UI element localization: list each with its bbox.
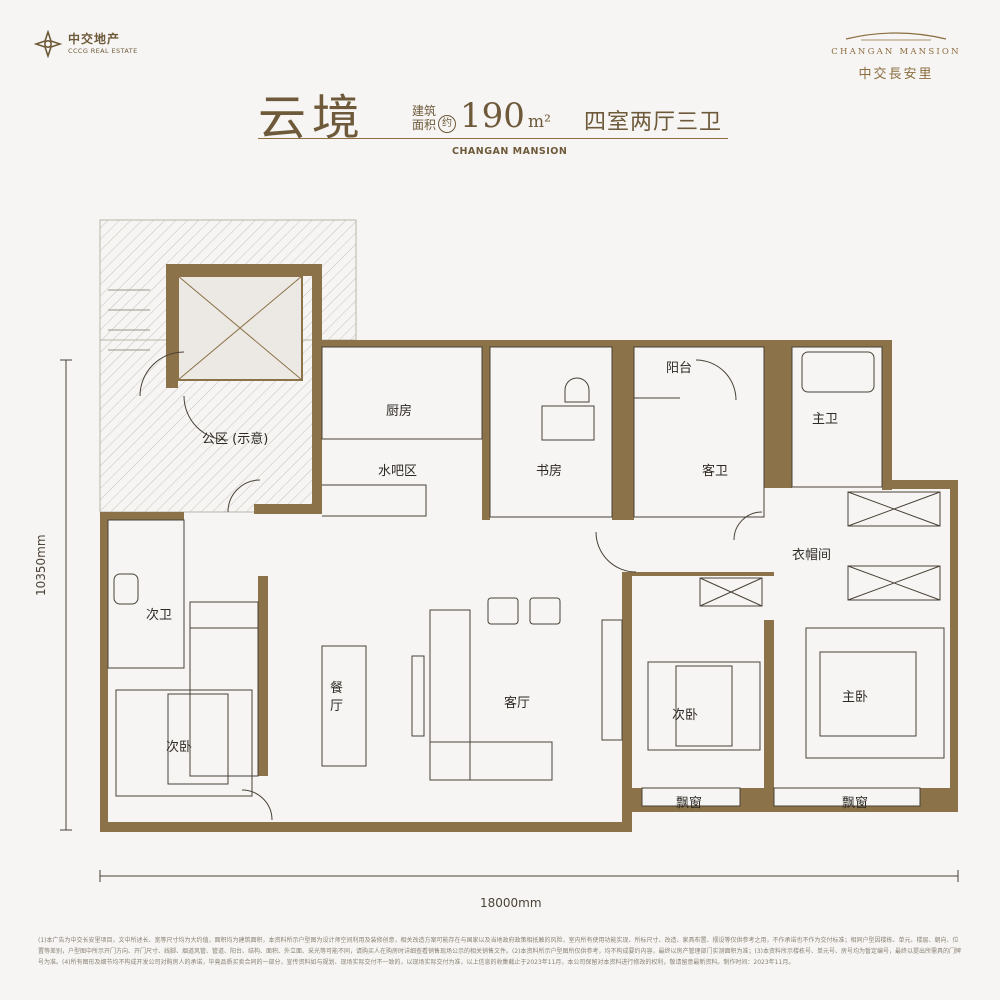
roof-line-icon bbox=[845, 32, 947, 41]
title-rule bbox=[258, 138, 728, 139]
dimension-lines bbox=[60, 359, 959, 882]
unit-name: 云境 bbox=[258, 90, 367, 146]
project-logo: CHANGAN MANSION 中交長安里 bbox=[826, 26, 966, 82]
area-unit: m² bbox=[528, 112, 551, 132]
developer-name-en: CCCG REAL ESTATE bbox=[68, 47, 138, 56]
height-dimension: 10350mm bbox=[34, 534, 48, 596]
project-name-en: CHANGAN MANSION bbox=[831, 47, 961, 57]
developer-name-cn: 中交地产 bbox=[68, 32, 121, 47]
room-label-water-bar: 水吧区 bbox=[378, 464, 418, 479]
room-label-cloakroom: 衣帽间 bbox=[792, 548, 832, 563]
about-mark: 约 bbox=[438, 115, 456, 133]
disclaimer: (1)本广告为中交长安里项目，文中所述长、宽等尺寸均为大约值，面积均为建筑面积，… bbox=[38, 937, 962, 966]
room-label-second-bath: 次卫 bbox=[146, 608, 173, 623]
width-dimension: 18000mm bbox=[480, 896, 542, 910]
room-label-guest-bath: 客卫 bbox=[702, 464, 729, 479]
area-label: 建筑面积 bbox=[412, 104, 437, 132]
room-label-bedroom-left: 次卧 bbox=[166, 740, 193, 755]
room-label-master-bed: 主卧 bbox=[842, 690, 869, 705]
developer-logo: 中交地产 CCCG REAL ESTATE bbox=[34, 30, 138, 58]
room-label-bay-window-1: 飘窗 bbox=[676, 796, 703, 811]
room-label-public: 公区 (示意) bbox=[202, 432, 269, 447]
compass-logo-icon bbox=[34, 30, 62, 58]
room-label-living: 客厅 bbox=[504, 696, 531, 711]
room-label-bay-window-2: 飘窗 bbox=[842, 796, 869, 811]
room-label-study: 书房 bbox=[536, 464, 563, 479]
area-value: 190 bbox=[460, 96, 525, 136]
room-label-dining: 餐厅 bbox=[330, 681, 344, 714]
room-label-kitchen: 厨房 bbox=[386, 404, 413, 419]
interior-lines bbox=[107, 346, 945, 821]
bay-windows bbox=[641, 787, 921, 807]
title-subtitle: CHANGAN MANSION bbox=[452, 146, 568, 157]
walls bbox=[100, 264, 958, 832]
room-type: 四室两厅三卫 bbox=[584, 110, 723, 135]
project-name-cn: 中交長安里 bbox=[858, 67, 934, 82]
room-label-master-bath: 主卫 bbox=[812, 412, 839, 427]
room-label-balcony: 阳台 bbox=[666, 361, 693, 376]
room-label-bedroom-mid: 次卧 bbox=[672, 708, 699, 723]
